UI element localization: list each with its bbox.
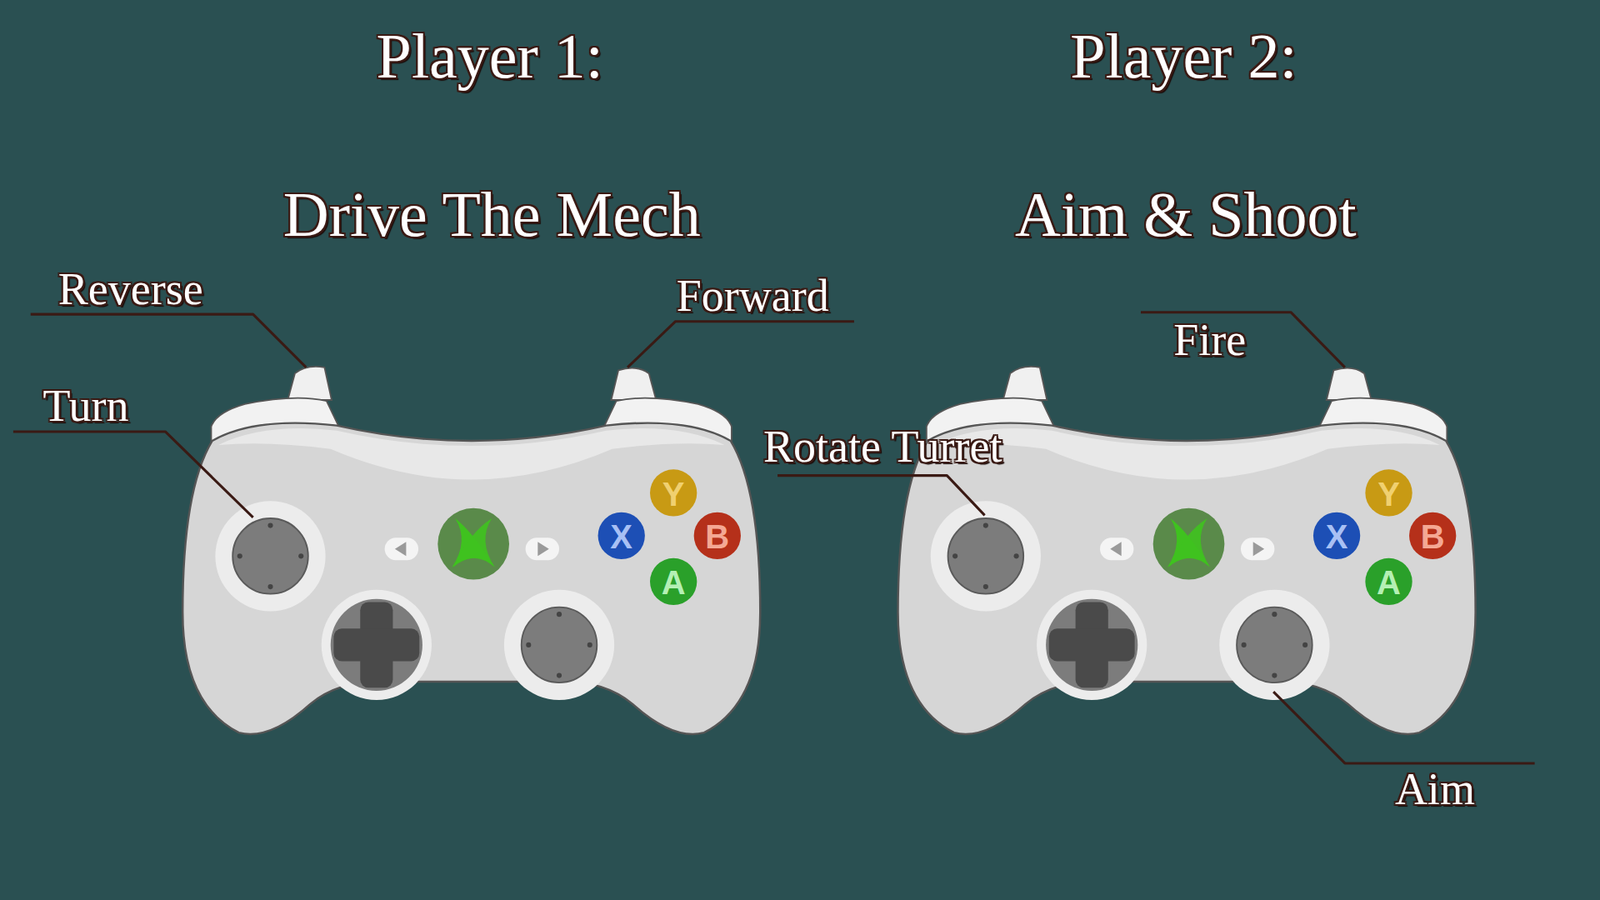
subheading: Drive The Mech (283, 182, 701, 246)
button-letter: Y (1377, 477, 1400, 511)
callout-label: Rotate Turret (763, 424, 1003, 470)
controller-player-1 (182, 366, 760, 735)
leader-line (30, 314, 307, 368)
leader-line (627, 321, 855, 368)
callout-label: Fire (1173, 317, 1246, 363)
button-letter: A (1376, 565, 1401, 600)
leader-line (1273, 691, 1535, 764)
controller-player-2 (898, 366, 1476, 735)
leader-line (777, 475, 985, 516)
leader-line (1140, 312, 1345, 368)
button-letter: Y (662, 477, 685, 511)
button-letter: X (610, 520, 633, 554)
callout-label: Aim (1395, 766, 1475, 812)
callout-label: Forward (676, 273, 830, 319)
heading: Player 1: (376, 24, 604, 88)
button-letter: A (661, 565, 686, 600)
button-letter: B (1420, 520, 1445, 554)
heading: Player 2: (1070, 24, 1297, 88)
callout-label: Turn (42, 383, 129, 429)
callout-label: Reverse (58, 266, 204, 312)
button-letter: B (705, 520, 730, 554)
subheading: Aim & Shoot (1015, 182, 1357, 246)
leader-line (13, 431, 254, 518)
button-letter: X (1325, 520, 1349, 554)
